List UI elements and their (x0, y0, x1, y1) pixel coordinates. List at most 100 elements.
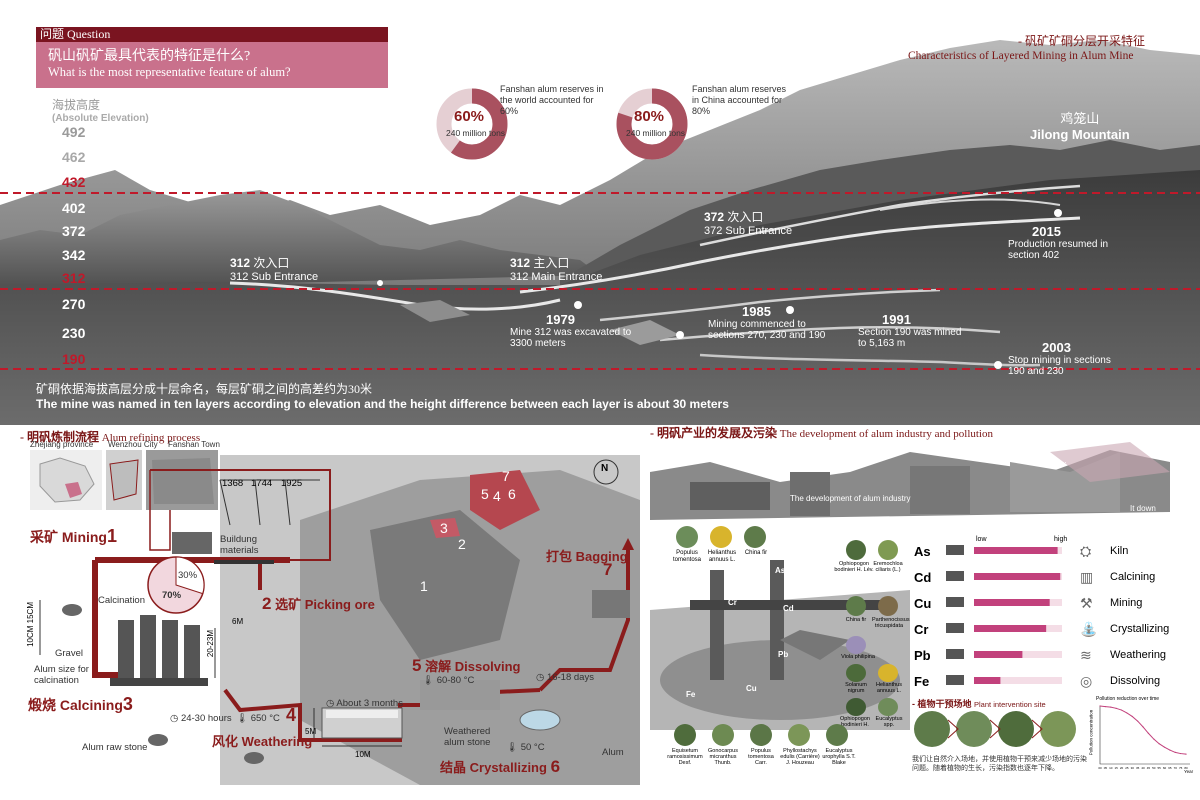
elevation-tick: 432 (62, 174, 86, 190)
caption-en: The mine was named in ten layers accordi… (36, 397, 729, 411)
map-tag-Fe: Fe (686, 690, 696, 699)
metal-label: As (914, 544, 931, 559)
plant-label: Ophiopogon bodinieri H. Lév. (834, 561, 874, 573)
event-1991: 1991 Section 190 was mined to 5,163 m (858, 312, 962, 349)
chart-xtick: 25 (1125, 766, 1129, 770)
chart-point (1147, 732, 1149, 734)
industry-photo-strip (650, 442, 1170, 520)
dissolving-icon: ◎ (1080, 673, 1093, 689)
clock-icon: ◷ (170, 713, 179, 724)
elevation-tick: 190 (62, 351, 86, 367)
building-materials: Buildung materials (220, 534, 259, 556)
plant-label: Viola philipina (841, 654, 875, 660)
source-label: Calcining (1110, 571, 1156, 583)
map-tag-Pb: Pb (778, 650, 789, 659)
dim-height: 20-23M (206, 630, 215, 658)
thermometer-icon: 🌡 (506, 742, 519, 753)
elevation-tick: 372 (62, 223, 86, 239)
chart-series-line (1099, 705, 1187, 755)
kiln-icon: ⛭ (1080, 543, 1092, 559)
elevation-tick: 312 (62, 270, 86, 286)
metal-label: Fe (914, 674, 929, 689)
metal-sample (946, 623, 964, 633)
refining-diagram (39, 455, 640, 785)
stat-china-note: Fanshan alum reserves in China accounted… (692, 84, 787, 116)
event-1979: 1979 Mine 312 was excavated to 3300 mete… (510, 312, 632, 349)
crystal-temp: 🌡 50 °C (506, 742, 545, 753)
event-1985: 1985 Mining commenced to sections 270, 2… (708, 304, 826, 341)
stat-china-sub: 240 million tons (626, 128, 686, 138)
industry-title: - 明矾产业的发展及污染 The development of alum ind… (650, 426, 993, 440)
chart-axes (1099, 706, 1190, 765)
metal-bar (974, 677, 1001, 684)
chart-point (1131, 715, 1133, 718)
event-2003: 2003 Stop mining in sections 190 and 230 (1008, 340, 1111, 377)
plant-label: Parthenocissus tricuspidata (872, 617, 910, 629)
stat-world-pct: 60% (454, 108, 485, 125)
calcining-icon: ▥ (1080, 569, 1094, 585)
strip-label: It down (1130, 504, 1156, 513)
entrance-312-sub: 312 次入口 312 Sub Entrance (230, 256, 319, 283)
chart-point (1099, 705, 1101, 707)
chart-xtick: 20 (1120, 766, 1124, 770)
plant-label: Eremochloa ciliaris (L.) (873, 561, 903, 573)
map-tag-Cu: Cu (746, 684, 757, 693)
metal-bar (974, 625, 1047, 632)
mountain-label: 鸡笼山 Jilong Mountain (1030, 111, 1130, 142)
plants-right: Ophiopogon bodinieri H. Lév. Eremochloa … (834, 540, 910, 730)
dissolve-temp: 🌡 60-80 °C (422, 675, 475, 686)
chart-xtick: 70 (1174, 766, 1178, 770)
mining-icon: ⚒ (1080, 595, 1093, 611)
chart-xtick: 05 (1104, 766, 1108, 770)
metal-sample (946, 649, 964, 659)
metal-bar (974, 651, 1023, 658)
thermometer-icon: 🌡 (236, 713, 249, 724)
chart-point (1120, 709, 1123, 711)
stat-world-note: Fanshan alum reserves in the world accou… (500, 84, 604, 116)
chart-point (1158, 743, 1160, 745)
compass-label: N (601, 463, 609, 474)
chart-point (1180, 752, 1182, 755)
chart-xtick: 30 (1131, 766, 1135, 770)
year-1744: 1744 (251, 478, 273, 489)
year-1368: 1368 (222, 478, 244, 489)
dim-depth: 5M (305, 727, 317, 736)
metal-bar-bg (974, 677, 1062, 684)
chart-xtick: 75 (1179, 766, 1183, 770)
plant-label: China fir (845, 617, 867, 623)
map-num: 2 (458, 536, 466, 552)
question-tag-en: Question (67, 27, 111, 41)
map-tag-Cd: Cd (783, 604, 794, 613)
map-tag-Cr: Cr (728, 598, 737, 607)
tunnel-190 (699, 353, 1041, 367)
source-label: Dissolving (1110, 675, 1161, 687)
map-num: 6 (508, 486, 516, 502)
intervention-title: - 植物干预场地 Plant intervention site (912, 699, 1046, 709)
chart-point (1104, 705, 1106, 708)
entrance-372-sub: 372 次入口 372 Sub Entrance (704, 210, 793, 237)
refining-title: - 明矾炼制流程 Alum refining process (20, 430, 201, 444)
stat-china: 80% 240 million tons Fanshan alum reserv… (612, 84, 872, 164)
mountain-landscape (0, 40, 1200, 425)
tunnel-402 (879, 198, 1061, 211)
source-label: Mining (1110, 597, 1143, 609)
plant-label: Eucalyptus spp. (875, 716, 903, 728)
question-cn: 矾山矾矿最具代表的特征是什么? (48, 49, 251, 64)
place-zhejiang: Zhejiang province (30, 440, 94, 449)
elevation-title: 海拔高度 (Absolute Elevation) (52, 98, 149, 124)
dim-size: 10CM 15CM (26, 602, 35, 647)
chart-title: Pollution reduction over time (1096, 696, 1160, 702)
source-label: Crystallizing (1110, 623, 1170, 635)
weather-time: ◷ About 3 months (326, 698, 403, 709)
question-tag-cn: 问题 (40, 27, 65, 41)
intervention-text: 我们让自然介入场地，并使用植物干预来减少场地的污染问题。随着植物的生长，污染指数… (912, 756, 1087, 772)
metal-bar (974, 547, 1058, 554)
step-calcining: 煅烧 Calcining3 (28, 694, 133, 714)
stat-china-pct: 80% (634, 108, 665, 125)
tunnel-270 (599, 288, 941, 322)
metal-sample (946, 675, 964, 685)
tunnel-230 (659, 325, 1001, 342)
chart-point (1153, 738, 1155, 740)
metal-label: Pb (914, 648, 931, 663)
